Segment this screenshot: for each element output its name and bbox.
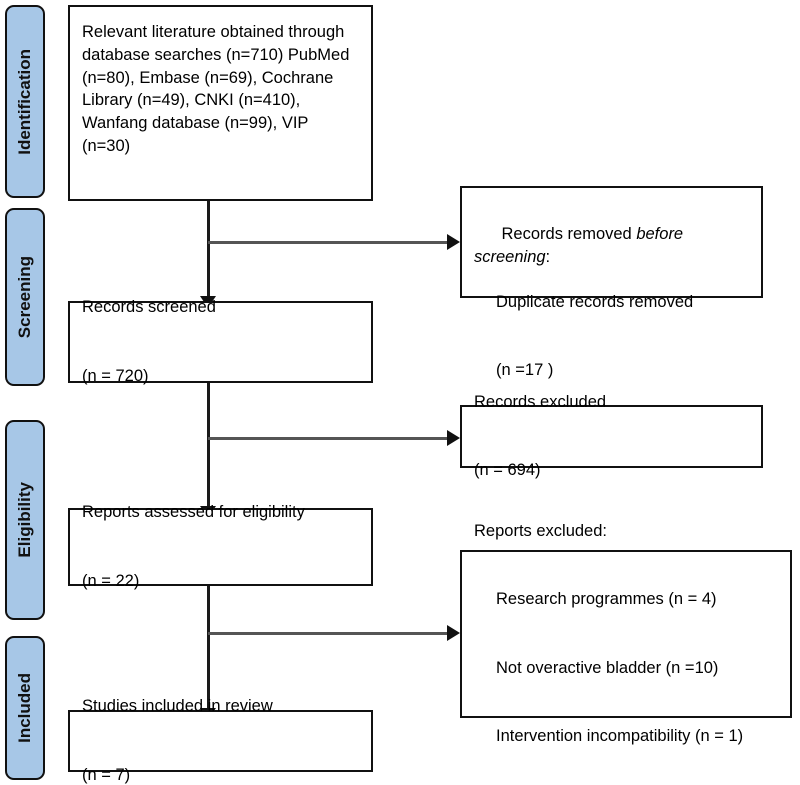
- stage-label-included: Included: [15, 673, 34, 743]
- arrowhead-to-records-excluded: [447, 430, 460, 446]
- connector-assessed-to-included: [207, 586, 210, 711]
- box-records-removed: Records removed before screening: Duplic…: [460, 186, 763, 379]
- arrowhead-to-reports-excluded: [447, 625, 460, 641]
- reports-excluded-reason-1: Research programmes (n = 4): [496, 590, 717, 609]
- records-removed-line1-italic: before screening: [474, 224, 688, 266]
- records-screened-line1: Records screened: [82, 298, 216, 317]
- box-records-identified-text: Relevant literature obtained through dat…: [82, 23, 354, 155]
- connector-to-reports-excluded: [208, 632, 448, 635]
- reports-assessed-line1: Reports assessed for eligibility: [82, 503, 305, 522]
- box-reports-assessed-text: Reports assessed for eligibility (n = 22…: [70, 456, 371, 638]
- stage-block-included: Included: [5, 636, 45, 780]
- records-excluded-line1: Records excluded: [474, 392, 607, 411]
- connector-identification-to-screened: [207, 200, 210, 298]
- stage-label-eligibility: Eligibility: [15, 482, 34, 558]
- stage-block-identification: Identification: [5, 5, 45, 198]
- records-screened-line2: (n = 720): [82, 366, 149, 385]
- studies-included-line1: Studies included in review: [82, 697, 273, 716]
- studies-included-line2: (n = 7): [82, 765, 131, 784]
- stage-label-identification: Identification: [15, 48, 34, 155]
- connector-to-records-excluded: [208, 437, 448, 440]
- box-reports-excluded-text: Reports excluded: Research programmes (n…: [462, 475, 790, 785]
- stage-label-screening: Screening: [15, 255, 34, 339]
- connector-screened-to-assessed: [207, 383, 210, 508]
- box-reports-assessed: Reports assessed for eligibility (n = 22…: [68, 503, 373, 590]
- records-excluded-line2: (n = 694): [474, 461, 541, 480]
- reports-excluded-line1: Reports excluded:: [474, 522, 607, 541]
- records-removed-line1-a: Records removed: [501, 224, 637, 243]
- records-removed-line2: Duplicate records removed: [496, 293, 694, 312]
- box-studies-included: Studies included in review (n = 7): [68, 697, 373, 784]
- box-reports-excluded: Reports excluded: Research programmes (n…: [460, 522, 792, 745]
- box-records-excluded-text: Records excluded (n = 694): [462, 345, 761, 527]
- arrowhead-to-records-removed: [447, 234, 460, 250]
- records-removed-line3: (n =17 ): [496, 361, 554, 380]
- box-records-excluded: Records excluded (n = 694): [460, 393, 763, 479]
- box-records-removed-text: Records removed before screening: Duplic…: [462, 200, 761, 428]
- box-records-screened: Records screened (n = 720): [68, 298, 373, 385]
- box-studies-included-text: Studies included in review (n = 7): [70, 650, 371, 785]
- stage-block-screening: Screening: [5, 208, 45, 386]
- records-removed-line1-b: :: [545, 247, 551, 266]
- box-records-screened-text: Records screened (n = 720): [70, 251, 371, 433]
- reports-excluded-reason-2: Not overactive bladder (n =10): [496, 658, 719, 677]
- stage-block-eligibility: Eligibility: [5, 420, 45, 620]
- reports-excluded-reason-3: Intervention incompatibility (n = 1): [496, 727, 744, 746]
- reports-assessed-line2: (n = 22): [82, 571, 140, 590]
- box-records-identified: Relevant literature obtained through dat…: [68, 5, 373, 201]
- connector-to-records-removed: [208, 241, 448, 244]
